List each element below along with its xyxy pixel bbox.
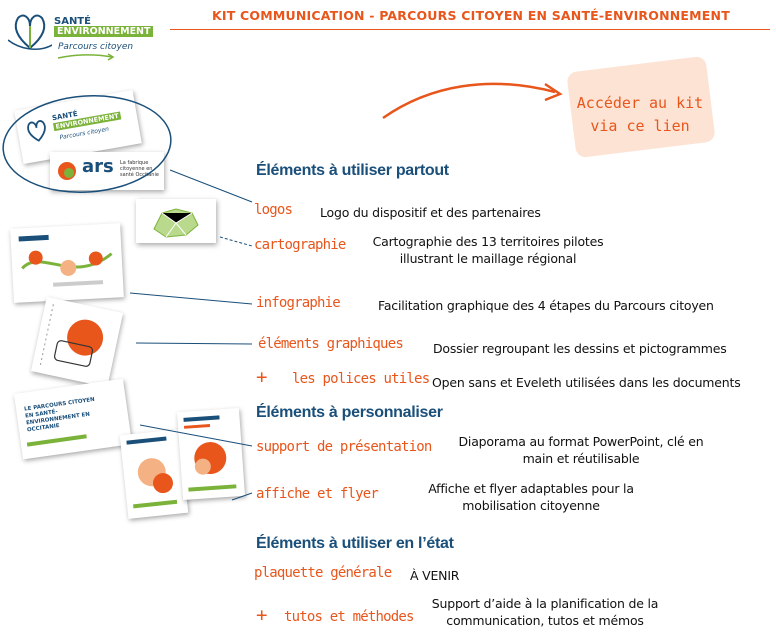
logo-underline-arrow: [57, 53, 115, 61]
region-logo-icon: [58, 162, 76, 180]
desc-support-line-2: main et réutilisable: [522, 450, 640, 466]
section-title-customize: Éléments à personnaliser: [256, 404, 443, 421]
plus-icon: +: [256, 604, 267, 626]
item-infographie[interactable]: infographie: [256, 295, 341, 311]
thumb-cartographie[interactable]: [136, 199, 216, 243]
item-cartographie[interactable]: cartographie: [254, 237, 346, 253]
flyer-thumbnail-icon: [183, 415, 237, 492]
desc-affiche-line-2: mobilisation citoyenne: [462, 497, 600, 513]
logo-line-2: ENVIRONNEMENT: [54, 26, 154, 37]
brand-logo: SANTÉ ENVIRONNEMENT Parcours citoyen: [8, 6, 154, 62]
desc-tutos-line-2: communication, tutos et mémos: [446, 612, 644, 628]
desc-cartographie-line-2: illustrant le maillage régional: [399, 250, 577, 266]
thumb-affiche[interactable]: [119, 429, 189, 519]
logo-line-1: SANTÉ: [54, 16, 91, 27]
desc-tutos: Support d’aide à la planification de la …: [420, 596, 670, 629]
poster-thumbnail-icon: [126, 436, 178, 509]
section-title-as-is: Éléments à utiliser en l’état: [256, 535, 454, 552]
map-thumbnail-icon: [153, 208, 199, 238]
thumb-flyer[interactable]: [177, 407, 245, 501]
item-affiche-flyer[interactable]: affiche et flyer: [256, 486, 379, 502]
desc-affiche-flyer: Affiche et flyer adaptables pour la mobi…: [414, 481, 648, 514]
ars-logo: ars: [82, 156, 114, 177]
desc-cartographie-line-1: Cartographie des 13 territoires pilotes: [372, 234, 604, 249]
desc-support-line-1: Diaporama au format PowerPoint, clé en: [458, 434, 704, 449]
kit-link[interactable]: Accéder au kit via ce lien: [565, 92, 715, 139]
section-title-everywhere: Éléments à utiliser partout: [256, 162, 449, 179]
desc-tutos-line-1: Support d’aide à la planification de la: [431, 596, 659, 611]
item-tutos[interactable]: tutos et méthodes: [284, 609, 415, 625]
desc-elements-graphiques: Dossier regroupant les dessins et pictog…: [433, 341, 727, 356]
item-support-presentation[interactable]: support de présentation: [256, 439, 432, 455]
kit-link-line-1[interactable]: Accéder au kit: [576, 94, 704, 112]
item-logos[interactable]: logos: [254, 202, 293, 218]
item-elements-graphiques[interactable]: éléments graphiques: [258, 336, 404, 352]
fabrique-logo: La fabrique citoyenne en santé Occitanie: [120, 160, 159, 178]
plus-icon: +: [256, 366, 267, 388]
header-divider: [170, 29, 770, 30]
thumb-partner-logos[interactable]: ars La fabrique citoyenne en santé Occit…: [50, 152, 164, 190]
thumb-logo-card[interactable]: SANTÉ ENVIRONNEMENT Parcours citoyen: [14, 89, 142, 165]
desc-cartographie: Cartographie des 13 territoires pilotes …: [372, 234, 604, 267]
kit-link-line-2[interactable]: via ce lien: [590, 117, 690, 136]
infographic-thumbnail-icon: [18, 234, 113, 287]
thumb-infographie[interactable]: [10, 223, 124, 303]
drawings-thumbnail-icon: [39, 304, 104, 367]
desc-polices: Open sans et Eveleth utilisées dans les …: [432, 375, 741, 390]
thumb-elements-graphiques[interactable]: [30, 296, 124, 388]
desc-support-presentation: Diaporama au format PowerPoint, clé en m…: [438, 434, 724, 467]
logo-line-3: Parcours citoyen: [58, 42, 134, 52]
leaf-logo-icon: [27, 120, 46, 142]
page-title: KIT COMMUNICATION - PARCOURS CITOYEN EN …: [212, 8, 730, 23]
desc-logos: Logo du dispositif et des partenaires: [320, 205, 541, 220]
desc-infographie: Facilitation graphique des 4 étapes du P…: [378, 298, 714, 313]
item-polices[interactable]: les polices utiles: [292, 371, 430, 387]
leaf-logo-icon: [8, 14, 52, 50]
desc-affiche-line-1: Affiche et flyer adaptables pour la: [428, 481, 634, 496]
desc-plaquette: À VENIR: [410, 568, 460, 583]
item-plaquette[interactable]: plaquette générale: [254, 565, 392, 581]
